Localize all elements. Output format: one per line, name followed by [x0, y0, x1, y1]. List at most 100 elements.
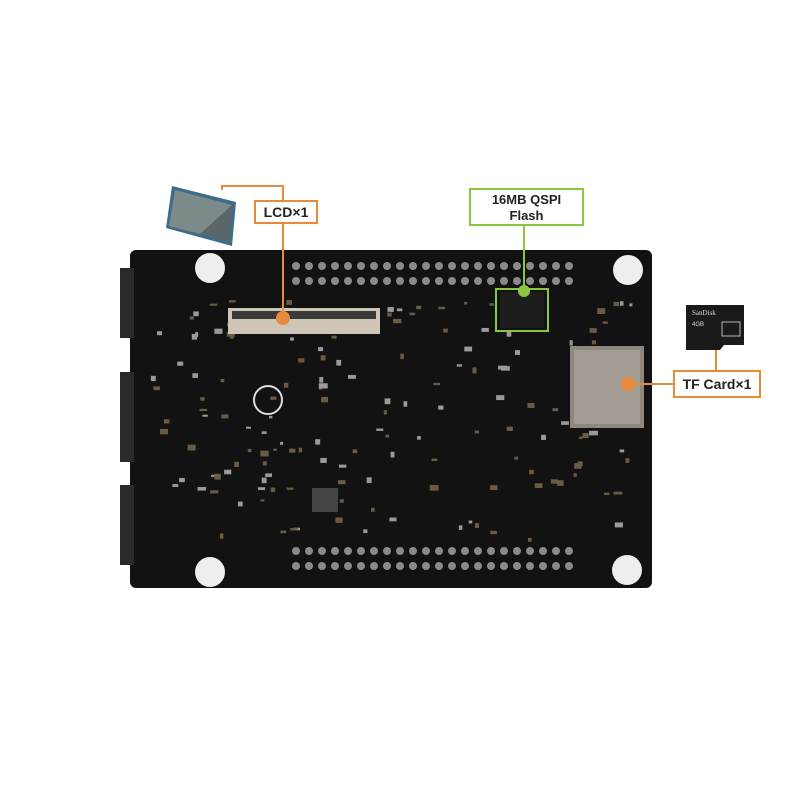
- header-pin: [331, 562, 339, 570]
- flash-label: 16MB QSPI Flash: [469, 188, 584, 226]
- smd-component: [574, 463, 582, 469]
- smd-component: [409, 312, 416, 316]
- smd-component: [468, 520, 473, 524]
- smd-component: [464, 346, 473, 352]
- smd-component: [619, 449, 625, 453]
- header-pin: [448, 277, 456, 285]
- smd-component: [199, 408, 208, 412]
- header-pin: [435, 547, 443, 555]
- header-pin: [370, 277, 378, 285]
- smd-component: [613, 301, 620, 307]
- header-pin: [461, 262, 469, 270]
- lcd-label: LCD×1: [254, 200, 318, 224]
- header-pin: [331, 277, 339, 285]
- smd-component: [193, 311, 199, 317]
- smd-component: [339, 499, 344, 503]
- header-pin: [448, 562, 456, 570]
- header-pin: [370, 562, 378, 570]
- header-pin: [331, 547, 339, 555]
- smd-component: [438, 405, 444, 410]
- smd-component: [320, 355, 326, 361]
- smd-component: [619, 301, 624, 306]
- smd-component: [371, 507, 375, 512]
- header-pin: [500, 562, 508, 570]
- header-pin: [526, 547, 534, 555]
- smd-component: [400, 353, 404, 360]
- header-pin: [357, 262, 365, 270]
- header-pin: [461, 562, 469, 570]
- smd-component: [220, 378, 225, 383]
- smd-component: [376, 428, 384, 431]
- smd-component: [214, 473, 221, 480]
- smd-component: [541, 434, 546, 440]
- lcd-callout-dot: [276, 311, 290, 325]
- header-pin: [305, 562, 313, 570]
- smd-component: [363, 529, 368, 534]
- flash-callout-dot: [518, 285, 530, 297]
- header-pin: [513, 277, 521, 285]
- smd-component: [348, 374, 356, 379]
- mounting-hole: [195, 557, 225, 587]
- header-pin: [396, 562, 404, 570]
- header-pin: [526, 562, 534, 570]
- header-pin: [422, 547, 430, 555]
- header-pin: [474, 262, 482, 270]
- smd-component: [625, 458, 630, 463]
- smd-component: [464, 301, 468, 305]
- header-pin: [435, 262, 443, 270]
- smd-component: [438, 306, 446, 310]
- flash-label-line1: 16MB QSPI: [491, 192, 562, 207]
- smd-component: [247, 448, 252, 453]
- header-pin: [292, 277, 300, 285]
- header-pin: [409, 547, 417, 555]
- smd-component: [229, 335, 234, 339]
- smd-component: [260, 499, 265, 502]
- smd-component: [172, 484, 179, 488]
- smd-component: [280, 441, 284, 445]
- smd-component: [514, 350, 521, 355]
- smd-component: [396, 308, 403, 312]
- header-pin: [500, 262, 508, 270]
- smd-component: [337, 480, 346, 485]
- header-pin: [526, 277, 534, 285]
- mounting-hole: [613, 255, 643, 285]
- smd-component: [246, 426, 251, 429]
- header-pin: [305, 277, 313, 285]
- smd-component: [177, 361, 184, 366]
- svg-text:4GB: 4GB: [692, 322, 704, 328]
- header-pin: [448, 547, 456, 555]
- smd-component: [338, 464, 347, 468]
- header-pin: [305, 547, 313, 555]
- smd-component: [219, 533, 224, 539]
- header-pin: [474, 277, 482, 285]
- smd-component: [474, 523, 480, 529]
- header-pin: [487, 547, 495, 555]
- header-pin: [552, 277, 560, 285]
- smd-component: [192, 373, 198, 378]
- smd-component: [506, 331, 512, 337]
- header-pin: [318, 547, 326, 555]
- header-pin: [383, 547, 391, 555]
- smd-component: [389, 517, 397, 522]
- header-pin: [539, 277, 547, 285]
- header-pin: [409, 277, 417, 285]
- header-pin: [370, 262, 378, 270]
- logo-mark: [253, 385, 283, 415]
- header-pin: [292, 262, 300, 270]
- header-pin: [487, 277, 495, 285]
- smd-component: [257, 487, 266, 491]
- header-pin: [552, 547, 560, 555]
- smd-component: [318, 347, 324, 352]
- header-pin: [357, 277, 365, 285]
- header-pin: [422, 562, 430, 570]
- smd-component: [589, 328, 597, 333]
- smd-component: [387, 307, 394, 312]
- smd-component: [456, 364, 462, 367]
- smd-component: [298, 358, 305, 363]
- smd-component: [320, 457, 327, 463]
- header-pin: [422, 277, 430, 285]
- smd-component: [224, 469, 232, 475]
- smd-component: [604, 492, 610, 495]
- smd-component: [390, 451, 395, 458]
